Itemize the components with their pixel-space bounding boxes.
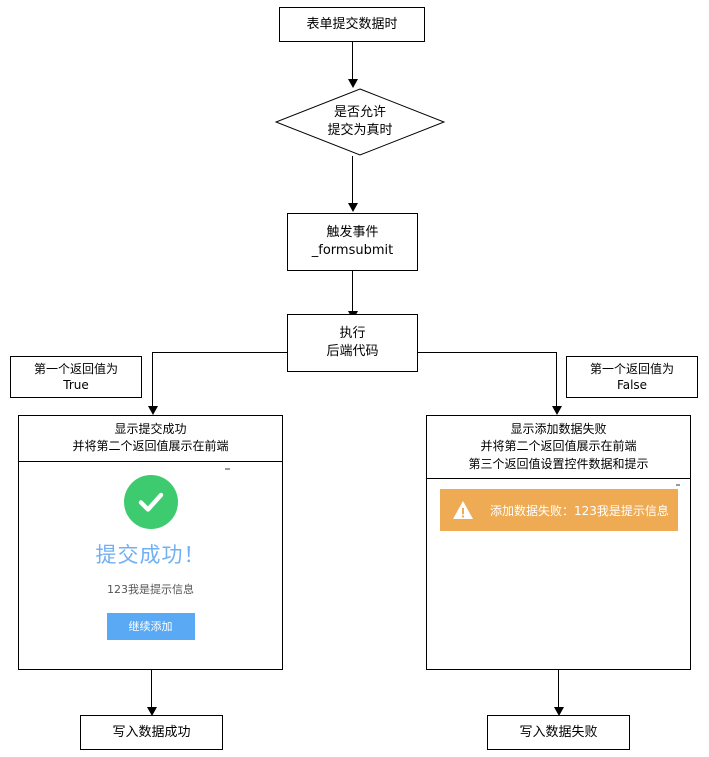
- connector-success-to-end: [151, 670, 152, 708]
- panel-success-body: 提交成功！ 123我是提示信息 继续添加: [19, 461, 282, 669]
- node-form-submit-start: 表单提交数据时: [279, 7, 425, 42]
- success-title: 提交成功！: [95, 542, 206, 567]
- node-end-write-success-label: 写入数据成功: [112, 724, 191, 740]
- connector-trigger-to-execute: [352, 271, 353, 312]
- node-end-write-failure: 写入数据失败: [487, 715, 630, 750]
- connector-false-branch-vertical: [556, 352, 557, 408]
- arrow-false-branch: [552, 406, 562, 415]
- panel-error-body: 添加数据失败：123我是提示信息: [427, 479, 690, 669]
- alert-message: 添加数据失败：123我是提示信息: [490, 503, 669, 518]
- connector-start-to-decision: [352, 42, 353, 80]
- node-decision-allow-submit: 是否允许 提交为真时: [275, 88, 445, 156]
- warning-triangle-icon: [452, 499, 474, 521]
- trigger-line-1: 触发事件: [326, 225, 379, 241]
- connector-false-branch-horizontal: [418, 352, 556, 353]
- error-screenshot: 添加数据失败：123我是提示信息: [427, 479, 690, 669]
- arrow-success-to-end: [147, 707, 157, 716]
- execute-line-1: 执行: [339, 326, 366, 342]
- diamond-shape: [275, 88, 445, 156]
- error-header-line-2: 并将第二个返回值展示在前端: [480, 439, 637, 454]
- label-branch-true: 第一个返回值为 True: [10, 356, 142, 398]
- error-header-line-3: 第三个返回值设置控件数据和提示: [468, 456, 649, 471]
- success-screenshot: 提交成功！ 123我是提示信息 继续添加: [19, 461, 282, 669]
- success-message: 123我是提示信息: [107, 582, 194, 596]
- arrow-error-to-end: [554, 707, 564, 716]
- panel-success: 显示提交成功 并将第二个返回值展示在前端 提交成功！ 123我是提示信息 继续添…: [18, 415, 283, 670]
- connector-decision-to-trigger: [352, 156, 353, 204]
- check-circle-icon: [123, 474, 178, 529]
- connector-true-branch-vertical: [152, 352, 153, 408]
- arrow-start-to-decision: [348, 79, 358, 88]
- success-header-line-1: 显示提交成功: [114, 422, 187, 436]
- screenshot-artifact-dot: [225, 467, 230, 470]
- connector-error-to-end: [558, 670, 559, 708]
- branch-false-line-2: False: [616, 378, 648, 392]
- panel-error: 显示添加数据失败 并将第二个返回值展示在前端 第三个返回值设置控件数据和提示 添…: [426, 415, 691, 670]
- warning-triangle-glyph: [453, 501, 473, 520]
- error-header-line-1: 显示添加数据失败: [510, 422, 607, 436]
- label-branch-false: 第一个返回值为 False: [566, 356, 698, 398]
- branch-false-line-1: 第一个返回值为: [589, 361, 674, 376]
- alert-bar: 添加数据失败：123我是提示信息: [440, 489, 678, 532]
- screenshot-artifact-dot: [676, 484, 680, 487]
- node-form-submit-start-label: 表单提交数据时: [306, 16, 398, 32]
- node-trigger-event: 触发事件 _formsubmit: [287, 213, 418, 271]
- continue-add-button[interactable]: 继续添加: [106, 612, 195, 641]
- node-end-write-success: 写入数据成功: [80, 715, 223, 750]
- arrow-decision-to-trigger: [348, 203, 358, 212]
- arrow-true-branch: [148, 406, 158, 415]
- execute-line-2: 后端代码: [326, 344, 379, 359]
- branch-true-line-1: 第一个返回值为: [33, 361, 118, 376]
- branch-true-line-2: True: [63, 378, 89, 392]
- node-end-write-failure-label: 写入数据失败: [519, 724, 598, 740]
- panel-success-header: 显示提交成功 并将第二个返回值展示在前端: [19, 416, 282, 462]
- trigger-line-2: _formsubmit: [311, 243, 394, 258]
- check-mark-glyph: [138, 492, 163, 512]
- connector-true-branch-horizontal: [152, 352, 288, 353]
- node-execute-backend-code: 执行 后端代码: [287, 314, 418, 372]
- success-header-line-2: 并将第二个返回值展示在前端: [72, 439, 229, 454]
- panel-error-header: 显示添加数据失败 并将第二个返回值展示在前端 第三个返回值设置控件数据和提示: [427, 416, 690, 480]
